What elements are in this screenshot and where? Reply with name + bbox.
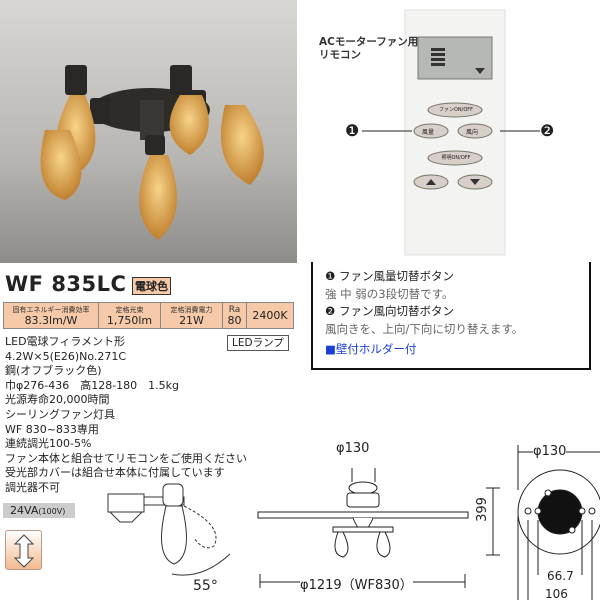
- model-title: WF 835LC: [5, 272, 127, 296]
- info-item2-title: ❷ ファン風向切替ボタン: [325, 304, 454, 318]
- swivel-angle: 55°: [193, 578, 218, 594]
- led-lamp-badge: LEDランプ: [227, 335, 289, 351]
- detail-line: ファン本体と組合せてリモコンをご使用ください: [5, 451, 247, 465]
- up-arrow-icon: [426, 179, 436, 185]
- callout-1: ❶: [345, 121, 360, 140]
- detail-line: 受光部カバーは組合せ本体に付属しています: [5, 466, 225, 480]
- button-info-box: ❶ ファン風量切替ボタン 強 中 弱の3段切替です。 ❷ ファン風向切替ボタン …: [311, 262, 591, 370]
- adjustable-height-icon: [5, 530, 42, 570]
- fan-onoff-button[interactable]: ファンON/OFF: [438, 107, 474, 113]
- swivel-diagram: [107, 483, 231, 576]
- canopy-center: [537, 489, 583, 535]
- remote-image: ファンON/OFF 風量 風向 照明ON/OFF ❶ ❷: [300, 0, 600, 262]
- detail-line: LED電球フィラメント形: [5, 335, 125, 348]
- info-item1-desc: 強 中 弱の3段切替です。: [325, 286, 454, 301]
- top-diameter: φ130: [336, 441, 370, 456]
- product-photo: [0, 0, 297, 263]
- detail-line: 調光器不可: [5, 480, 60, 494]
- remote-label: ACモーターファン用 リモコン: [319, 36, 418, 62]
- remote-label-line1: ACモーターファン用: [319, 36, 419, 48]
- light-onoff-button[interactable]: 照明ON/OFF: [441, 155, 471, 161]
- height-dimension: 399: [474, 497, 490, 522]
- detail-line: 巾φ276-436 高128-180 1.5kg: [5, 378, 180, 392]
- info-item1-title: ❶ ファン風量切替ボタン: [325, 269, 454, 283]
- spec-details: LED電球フィラメント形 4.2W×5(E26)No.271C 鋼(オフブラック…: [5, 335, 247, 496]
- plate-diameter: φ130: [533, 444, 567, 459]
- detail-line: 4.2W×5(E26)No.271C: [5, 349, 127, 363]
- dimension-drawing: [257, 445, 600, 600]
- va-rating: 24VA(100V): [3, 503, 75, 518]
- detail-line: 連続調光100-5%: [5, 437, 92, 451]
- detail-line: 鋼(オフブラック色): [5, 364, 102, 378]
- inner-dimension: 66.7: [547, 569, 574, 583]
- info-item2-desc: 風向きを、上向/下向に切り替えます。: [325, 321, 524, 336]
- color-badge: 電球色: [132, 277, 171, 295]
- down-arrow-icon: [470, 179, 480, 185]
- bulbs: [40, 95, 264, 240]
- outer-dimension: 106: [545, 587, 568, 601]
- remote-label-line2: リモコン: [319, 49, 361, 61]
- callout-2: ❷: [540, 121, 555, 140]
- detail-line: シーリングファン灯具: [5, 407, 115, 421]
- detail-line: 光源寿命20,000時間: [5, 393, 110, 407]
- air-volume-button[interactable]: 風量: [422, 129, 435, 136]
- spec-color-temp: 2400K: [247, 303, 293, 328]
- detail-line: WF 830~833専用: [5, 422, 99, 436]
- span-dimension: φ1219（WF830）: [300, 574, 413, 593]
- wall-holder-note: ■壁付ホルダー付: [325, 342, 417, 356]
- direction-button[interactable]: 風向: [466, 129, 479, 136]
